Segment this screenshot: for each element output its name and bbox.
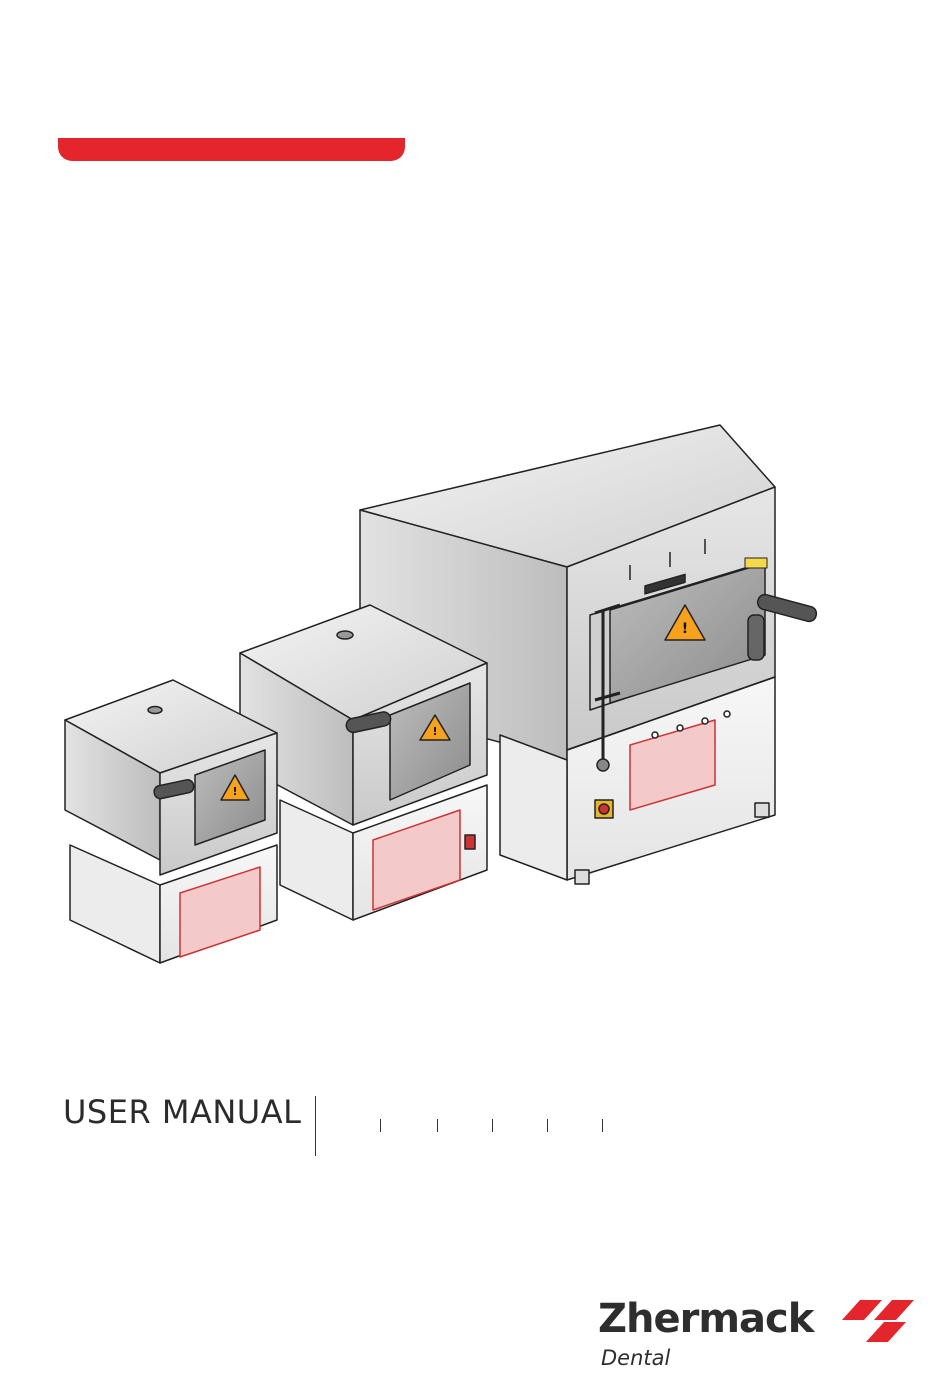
model-separator (380, 1119, 381, 1132)
small-furnace: ! (65, 680, 277, 963)
model-separator (492, 1119, 493, 1132)
title-divider (315, 1096, 316, 1156)
furnace-illustration: ! ! (55, 415, 835, 970)
brand-name: Zhermack (598, 1296, 813, 1342)
model-separator (437, 1119, 438, 1132)
model-separator (602, 1119, 603, 1132)
zhermack-logo: Zhermack Dental (598, 1296, 928, 1376)
svg-text:!: ! (232, 785, 237, 798)
model-separator (547, 1119, 548, 1132)
brand-stripes-icon (842, 1300, 922, 1342)
svg-text:!: ! (682, 621, 688, 637)
brand-division: Dental (601, 1346, 670, 1370)
svg-text:!: ! (432, 725, 437, 738)
header-red-bar (58, 138, 405, 161)
user-manual-title: USER MANUAL (63, 1093, 301, 1131)
